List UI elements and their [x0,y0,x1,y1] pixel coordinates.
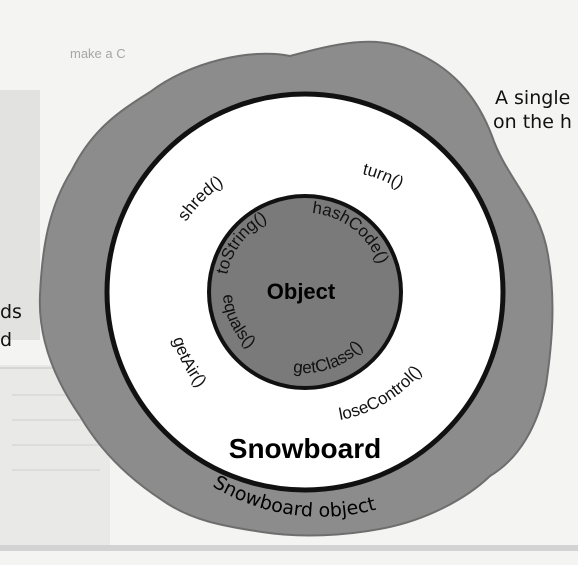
handwritten-annotation: A single on the h [493,87,572,133]
snowboard-label: Snowboard [229,433,381,464]
left-fragment-1: ds [0,301,22,323]
object-label: Object [267,279,336,304]
top-faint-text: make a C [70,46,126,61]
left-text-fragments: ds d [0,301,22,351]
object-class-circle [207,194,403,390]
annotation-line-2: on the h [493,111,572,133]
left-fragment-2: d [0,329,12,351]
annotation-line-1: A single [495,87,570,109]
